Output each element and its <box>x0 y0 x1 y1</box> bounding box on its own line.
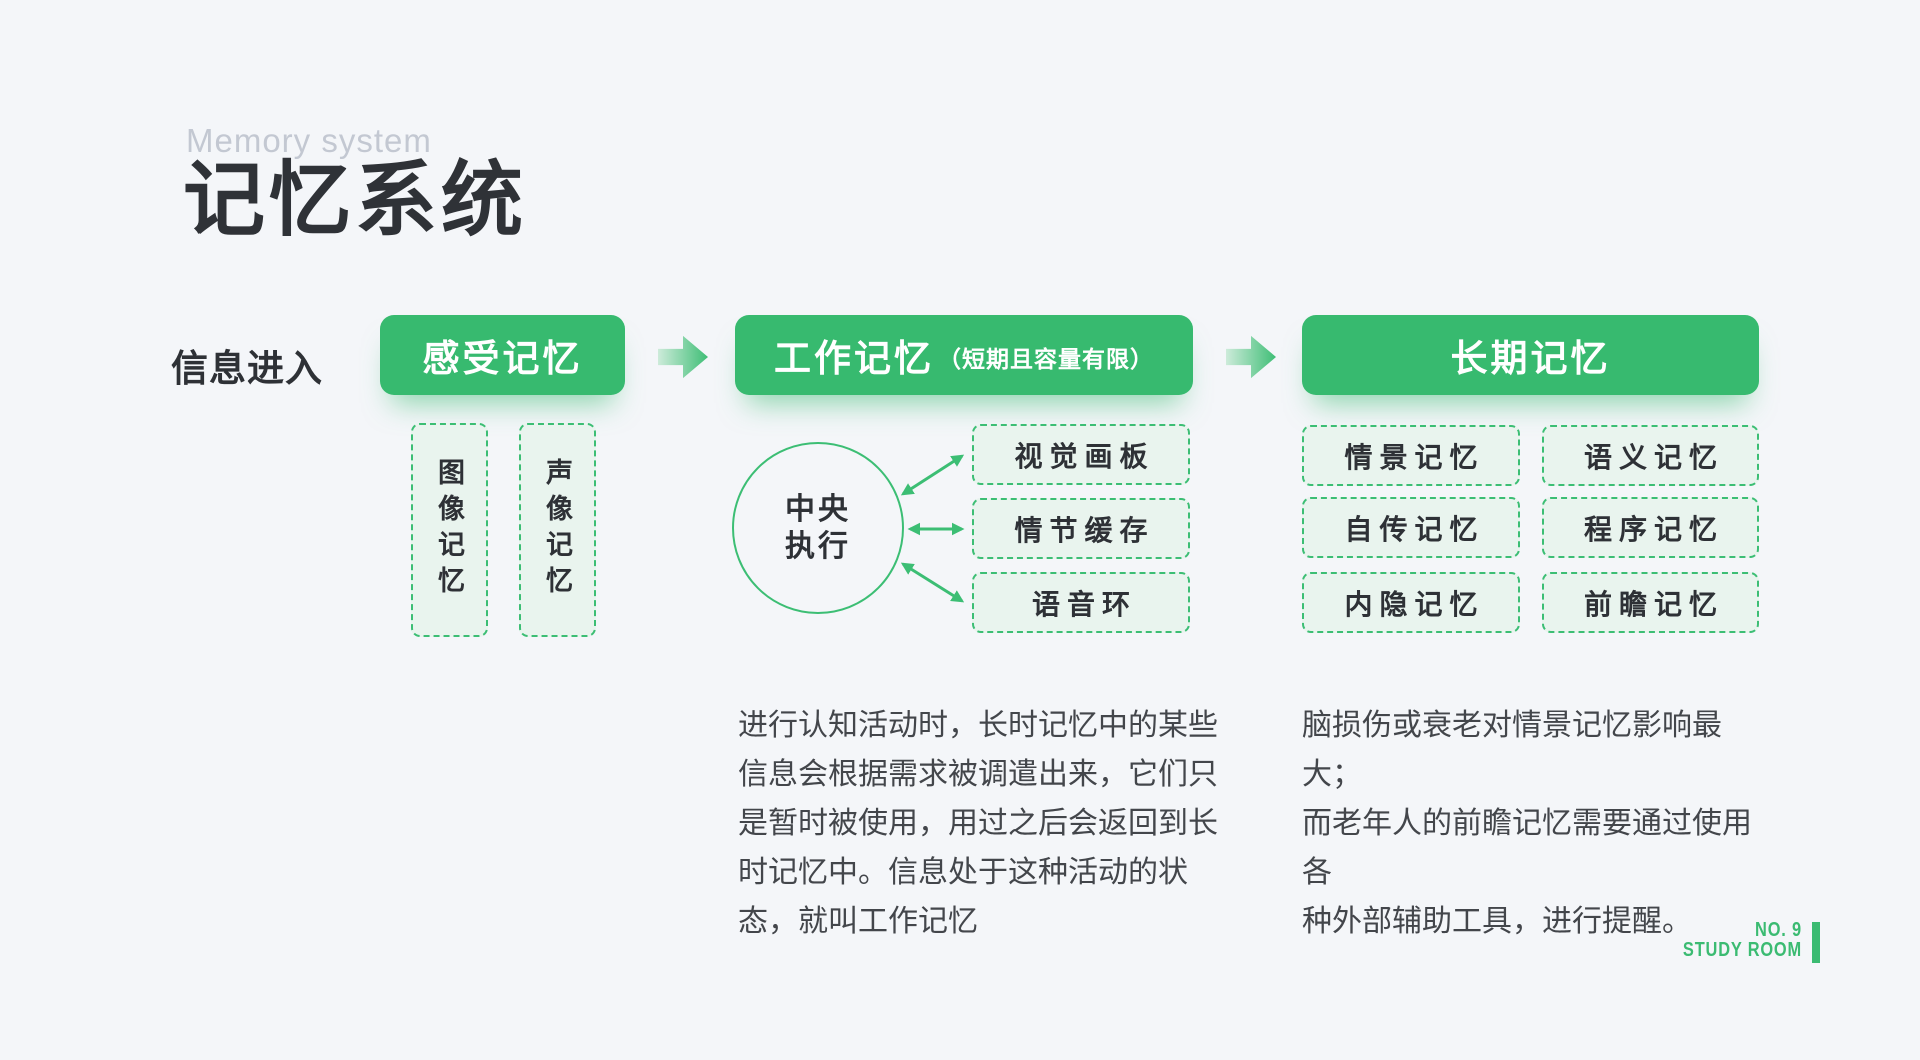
long-term-memory-note: 脑损伤或衰老对情景记忆影响最大； 而老年人的前瞻记忆需要通过使用各 种外部辅助工… <box>1302 709 1752 938</box>
working-component-episodic-buffer: 情节缓存 <box>972 498 1190 559</box>
sensory-item-iconic-memory: 图像记忆 <box>411 423 488 637</box>
stage-box-working-memory: 工作记忆 （短期且容量有限） <box>735 315 1193 395</box>
stage-label: 长期记忆 <box>1450 338 1611 379</box>
stage-label: 工作记忆 <box>774 338 934 379</box>
page-title: 记忆系统 <box>183 155 528 246</box>
longterm-item-episodic-memory: 情景记忆 <box>1302 425 1520 486</box>
stage-box-sensory-memory: 感受记忆 <box>380 315 625 395</box>
longterm-item-autobiographical-memory: 自传记忆 <box>1302 497 1520 558</box>
sensory-item-echoic-memory: 声像记忆 <box>519 423 596 637</box>
footer-badge: NO. 9 STUDY ROOM <box>1604 920 1802 960</box>
working-component-phonological-loop: 语音环 <box>972 572 1190 633</box>
flow-entry-label: 信息进入 <box>171 348 323 389</box>
working-component-visuospatial-sketchpad: 视觉画板 <box>972 424 1190 485</box>
stage-box-long-term-memory: 长期记忆 <box>1302 315 1759 395</box>
longterm-item-implicit-memory: 内隐记忆 <box>1302 572 1520 633</box>
stage-label: 感受记忆 <box>422 338 583 379</box>
longterm-item-prospective-memory: 前瞻记忆 <box>1542 572 1759 633</box>
subtitle-english: Memory system <box>186 122 432 159</box>
longterm-item-procedural-memory: 程序记忆 <box>1542 497 1759 558</box>
footer-bar <box>1812 922 1820 963</box>
central-executive-circle: 中央 执行 <box>732 442 904 614</box>
footer-number: NO. 9 <box>1755 919 1802 941</box>
stage-note: （短期且容量有限） <box>938 346 1154 372</box>
longterm-item-semantic-memory: 语义记忆 <box>1542 425 1759 486</box>
flow-arrow-icon <box>1226 335 1276 379</box>
working-memory-note: 进行认知活动时，长时记忆中的某些 信息会根据需求被调遣出来，它们只 是暂时被使用… <box>738 709 1218 938</box>
flow-arrow-icon <box>658 335 708 379</box>
footer-brand: STUDY ROOM <box>1682 939 1802 961</box>
